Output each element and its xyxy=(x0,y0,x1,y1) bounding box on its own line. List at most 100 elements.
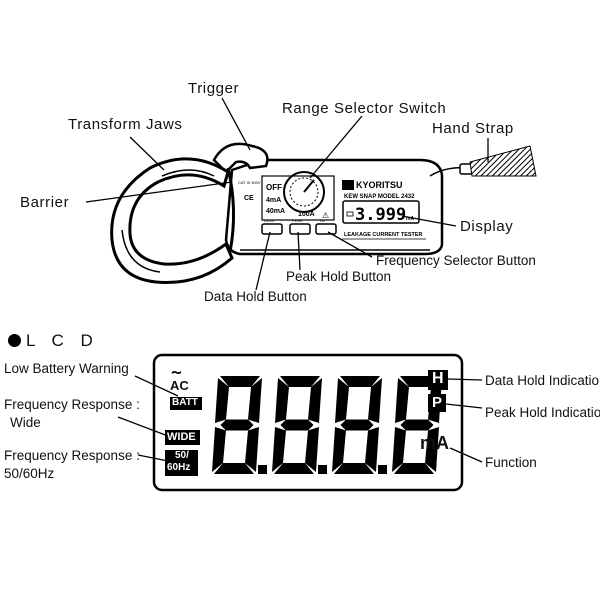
brand-name: KYORITSU xyxy=(356,180,403,190)
trigger-label: Trigger xyxy=(188,80,240,97)
warning-icon: ⚠ xyxy=(322,211,329,220)
freq-wide-label-line2: Wide xyxy=(10,415,41,430)
barrier-leader xyxy=(85,181,233,203)
display-leader xyxy=(401,215,457,227)
lcd-digit-3-segment-e xyxy=(332,427,346,472)
freq-wide-label-line1: Frequency Response : xyxy=(4,397,140,412)
lcd-unit: mA xyxy=(420,433,450,453)
lcd-hz-60: 60Hz xyxy=(167,462,191,473)
data-hold-button[interactable] xyxy=(261,223,283,235)
function-label: Function xyxy=(485,455,537,470)
lcd-digit-3-segment-a xyxy=(340,376,380,387)
function-leader xyxy=(449,447,483,463)
data-hold-icon xyxy=(428,370,448,390)
range-100a-label: 100A xyxy=(298,211,315,218)
hand-strap-label: Hand Strap xyxy=(432,120,514,137)
transform-jaws-label: Transform Jaws xyxy=(68,116,183,133)
kyoritsu-logo-icon xyxy=(342,180,354,190)
callout-lines xyxy=(85,97,489,291)
lcd-digit-4-segment-e xyxy=(392,427,406,472)
lcd-digit-2-segment-d xyxy=(274,463,314,474)
lcd-digit-4-segment-c xyxy=(425,427,439,472)
lcd-digit-4-segment-g xyxy=(400,419,434,431)
barrier-label: Barrier xyxy=(20,194,70,211)
mini-display xyxy=(342,200,420,224)
lcd-digit-4-segment-f xyxy=(395,378,409,423)
hz-leader xyxy=(137,454,169,462)
lcd-digit-2-segment-g xyxy=(280,419,314,431)
lcd-digit-1-segment-a xyxy=(220,376,260,387)
freq-leader xyxy=(327,231,373,258)
frequency-selector-button[interactable] xyxy=(315,223,337,235)
lcd-tilde: ~ xyxy=(171,362,182,383)
data-hold-button-label-text: Data Hold Button xyxy=(204,289,307,304)
range-off-label: OFF xyxy=(266,183,282,192)
lcd-digit-3-segment-g xyxy=(340,419,374,431)
lcd-digit-4-segment-d xyxy=(394,463,434,474)
lcd-batt: BATT xyxy=(172,397,198,408)
strap-cord xyxy=(469,145,537,177)
freq-5060-label-line2: 50/60Hz xyxy=(4,466,55,481)
low-battery-leader xyxy=(134,375,179,397)
lcd-digit-1-segment-b xyxy=(248,378,262,423)
wide-leader xyxy=(117,416,169,437)
jaws-leader xyxy=(129,136,165,171)
lcd-digit-1-segment-g xyxy=(220,419,254,431)
low-battery-warning-label: Low Battery Warning xyxy=(4,361,129,376)
lcd-digit-1-segment-c xyxy=(245,427,259,472)
range-selector-label: Range Selector Switch xyxy=(282,100,447,117)
clamp-meter-body: OFF 4mA 40mA 100A CE CAT III 300V ⚠ KYOR… xyxy=(110,142,537,284)
lcd-title-text: L C D xyxy=(26,331,99,350)
lcd-decimal-point-3 xyxy=(378,465,387,474)
lcd-digit-3-segment-c xyxy=(365,427,379,472)
lcd-digit-2-segment-e xyxy=(272,427,286,472)
trigger-leader xyxy=(221,97,251,151)
model-name: KEW SNAP MODEL 2432 xyxy=(344,194,415,200)
lcd-wide: WIDE xyxy=(167,431,196,443)
mini-reading: 3.999 xyxy=(355,205,406,225)
transform-jaws xyxy=(110,157,234,284)
lcd-digit-2-segment-b xyxy=(308,378,322,423)
lcd-hz-50: 50/ xyxy=(175,450,189,461)
range-leader xyxy=(309,115,363,179)
peak-hold-button-label-text: Peak Hold Button xyxy=(286,269,392,284)
lcd-ac: AC xyxy=(170,378,189,393)
lcd-hold-text: H xyxy=(432,370,444,387)
lcd-callout-lines xyxy=(117,375,483,463)
data-leader xyxy=(255,231,271,291)
freq-5060-label-line1: Frequency Response : xyxy=(4,448,140,463)
lcd-section-title: L C D xyxy=(8,331,99,351)
lcd-digit-2-segment-f xyxy=(275,378,289,423)
mini-unit: mA xyxy=(406,216,414,222)
lcd-decimal-point-1 xyxy=(258,465,267,474)
lcd-decimal-point-2 xyxy=(318,465,327,474)
peak-hold-icon xyxy=(428,394,446,412)
batt-indicator xyxy=(170,397,202,410)
frequency-button-label: Hz xyxy=(320,218,325,223)
display-label: Display xyxy=(460,218,514,235)
data-hold-button-label: DATA xyxy=(264,218,274,223)
range-40ma-label: 40mA xyxy=(266,208,285,215)
lcd-digit-3-segment-d xyxy=(334,463,374,474)
frequency-selector-label: Frequency Selector Button xyxy=(376,253,536,268)
lcd-peak-text: P xyxy=(432,394,443,411)
range-4ma-label: 4mA xyxy=(266,197,281,204)
lcd-digit-3-segment-b xyxy=(368,378,382,423)
ce-mark: CE xyxy=(244,195,254,202)
cat-rating: CAT III 300V xyxy=(238,180,261,185)
lcd-digit-2-segment-a xyxy=(280,376,320,387)
lcd-panel xyxy=(152,353,464,492)
lcd-digit-3-segment-f xyxy=(335,378,349,423)
hz-indicator xyxy=(165,450,198,476)
range-panel xyxy=(261,175,335,221)
lcd-digit-2-segment-c xyxy=(305,427,319,472)
device-caption: LEAKAGE CURRENT TESTER xyxy=(344,232,423,238)
data-hold-ind-leader xyxy=(447,378,483,381)
trigger-lever xyxy=(212,142,269,174)
bullet-icon xyxy=(8,334,21,347)
peak-leader xyxy=(297,231,301,271)
peak-hold-button[interactable] xyxy=(289,223,311,235)
lcd-digit-1-segment-e xyxy=(212,427,226,472)
data-hold-indication-label: Data Hold Indication xyxy=(485,373,600,388)
wide-indicator xyxy=(165,430,200,445)
